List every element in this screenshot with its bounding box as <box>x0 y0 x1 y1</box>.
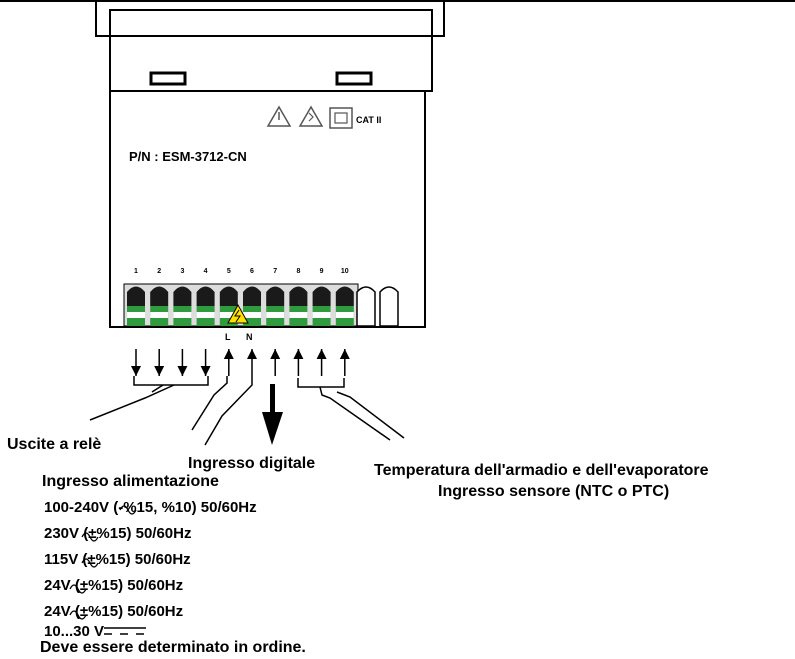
terminal-screw-6 <box>243 286 261 326</box>
input-arrow <box>223 349 234 376</box>
sensor-pointer-1 <box>319 386 391 441</box>
sensor-bracket <box>297 378 345 388</box>
input-arrow <box>339 349 350 376</box>
power-input-label: Ingresso alimentazione <box>42 473 219 490</box>
pin-neutral: N <box>246 332 253 342</box>
digital-input-arrow <box>262 384 283 445</box>
clip-slot-right <box>335 71 373 86</box>
device-bezel <box>95 0 445 37</box>
relay-pointer <box>89 384 175 421</box>
terminal-screw-7 <box>266 286 285 326</box>
output-arrow <box>200 349 211 376</box>
part-number: P/N : ESM-3712-CN <box>129 149 247 164</box>
output-arrow <box>177 349 188 376</box>
terminal-screws <box>127 286 354 326</box>
terminal-screw-8 <box>289 286 308 326</box>
terminal-number: 6 <box>250 268 254 275</box>
input-arrow <box>316 349 327 376</box>
output-arrow <box>154 349 165 376</box>
power-spec-5: 24V (±%15) 50/60Hz <box>44 603 184 620</box>
output-arrow <box>131 349 141 376</box>
terminal-number: 9 <box>319 268 324 275</box>
power-spec-2: 230V (±%15) 50/60Hz <box>44 525 192 542</box>
electric-hazard-icon <box>227 303 249 324</box>
terminal-screw-3 <box>173 286 192 326</box>
sensor-input-label: Ingresso sensore (NTC o PTC) <box>438 483 670 500</box>
pin-line: L <box>225 332 231 342</box>
warning-triangle-icon <box>266 105 292 127</box>
ac-symbol-icons <box>69 505 137 620</box>
empty-slot-11 <box>356 286 376 327</box>
terminal-number: 3 <box>180 268 185 275</box>
terminal-number: 2 <box>157 268 162 275</box>
terminal-screw-10 <box>335 286 354 326</box>
double-insulation-icon <box>329 107 353 129</box>
power-spec-1: 100-240V (-%15, %10) 50/60Hz <box>44 499 257 516</box>
hot-surface-icon <box>298 105 324 127</box>
relay-outputs-label: Uscite a relè <box>7 436 102 453</box>
terminal-screw-2 <box>150 286 169 326</box>
terminal-screw-1 <box>127 286 145 326</box>
terminal-screw-4 <box>196 286 215 326</box>
input-arrow <box>270 349 281 376</box>
terminal-screw-9 <box>312 286 331 326</box>
input-arrow <box>293 349 304 376</box>
power-spec-4: 24V (±%15) 50/60Hz <box>44 577 184 594</box>
power-spec-6: 10...30 V <box>44 623 105 640</box>
terminal-number: 7 <box>273 268 278 275</box>
footnote: Deve essere determinato in ordine. <box>40 639 306 656</box>
dc-symbol-icon <box>104 627 146 635</box>
input-arrow <box>247 349 257 376</box>
terminal-number: 1 <box>134 268 138 275</box>
cat-rating: CAT II <box>356 115 382 125</box>
terminal-number: 10 <box>340 268 349 275</box>
terminal-arrows <box>131 349 350 376</box>
power-spec-3: 115V (±%15) 50/60Hz <box>44 551 191 568</box>
sensor-pointer-2 <box>336 391 405 439</box>
clip-slot-left <box>149 71 187 86</box>
terminal-number: 4 <box>203 268 208 275</box>
empty-slot-12 <box>379 286 399 327</box>
digital-input-label: Ingresso digitale <box>188 455 316 472</box>
grouping-lines <box>89 376 405 446</box>
sensor-title-label: Temperatura dell'armadio e dell'evaporat… <box>374 462 709 479</box>
terminal-number: 8 <box>296 268 301 275</box>
terminal-number: 5 <box>226 268 231 275</box>
